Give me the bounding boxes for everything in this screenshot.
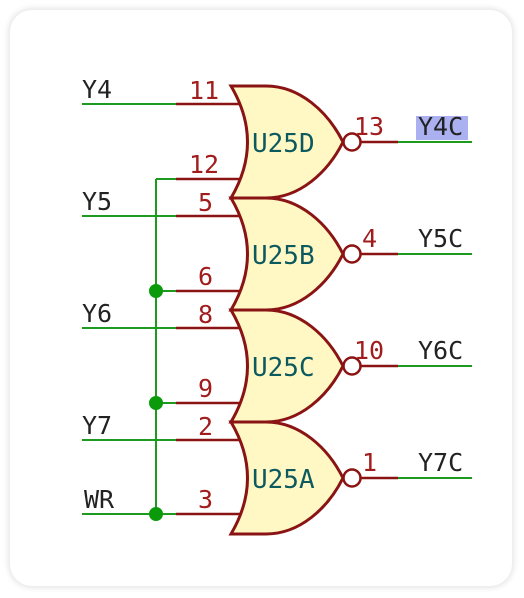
junction-dot xyxy=(149,284,163,298)
pin-number: 5 xyxy=(198,188,213,217)
gate-ref-u25c: U25C xyxy=(252,353,315,383)
pin-number: 9 xyxy=(198,374,213,403)
gate-ref-u25b: U25B xyxy=(252,241,315,271)
net-label-y4c: Y4C xyxy=(418,112,463,141)
pin-number: 6 xyxy=(198,262,213,291)
u25d-inversion-bubble xyxy=(342,132,362,152)
gate-u25b: Y5 5 6 U25B 4 Y5C xyxy=(82,187,472,312)
net-label-y5: Y5 xyxy=(82,187,112,216)
pin-number: 3 xyxy=(198,485,213,514)
pin-number: 13 xyxy=(354,112,384,141)
u25a-inversion-bubble xyxy=(342,468,362,488)
pin-number: 10 xyxy=(354,336,384,365)
net-label-y5c: Y5C xyxy=(418,224,463,253)
gate-u25d: Y4 11 12 U25D 13 Y4C xyxy=(82,75,472,200)
net-label-y6c: Y6C xyxy=(418,336,463,365)
net-label-y6: Y6 xyxy=(82,299,112,328)
u25c-inversion-bubble xyxy=(342,356,362,376)
net-label-y4: Y4 xyxy=(82,75,112,104)
pin-number: 11 xyxy=(189,76,219,105)
u25a-gate-body xyxy=(228,420,345,536)
gate-u25a: Y7 2 3 U25A 1 Y7C WR xyxy=(82,411,472,536)
gate-ref-u25d: U25D xyxy=(252,129,315,159)
net-label-y7: Y7 xyxy=(82,411,112,440)
junction-dot xyxy=(149,507,163,521)
u25b-gate-body xyxy=(228,196,345,312)
junction-dot xyxy=(149,396,163,410)
pin-number: 8 xyxy=(198,300,213,329)
net-label-wr: WR xyxy=(84,485,115,514)
net-label-y7c: Y7C xyxy=(418,448,463,477)
gate-u25c: Y6 8 9 U25C 10 Y6C xyxy=(82,299,472,424)
pin-number: 12 xyxy=(189,150,219,179)
gate-ref-u25a: U25A xyxy=(252,465,315,495)
pin-number: 1 xyxy=(362,448,377,477)
label-highlight xyxy=(416,116,468,140)
pin-number: 2 xyxy=(198,412,213,441)
u25d-gate-body xyxy=(228,84,345,200)
u25c-gate-body xyxy=(228,308,345,424)
u25b-inversion-bubble xyxy=(342,244,362,264)
pin-number: 4 xyxy=(362,224,377,253)
